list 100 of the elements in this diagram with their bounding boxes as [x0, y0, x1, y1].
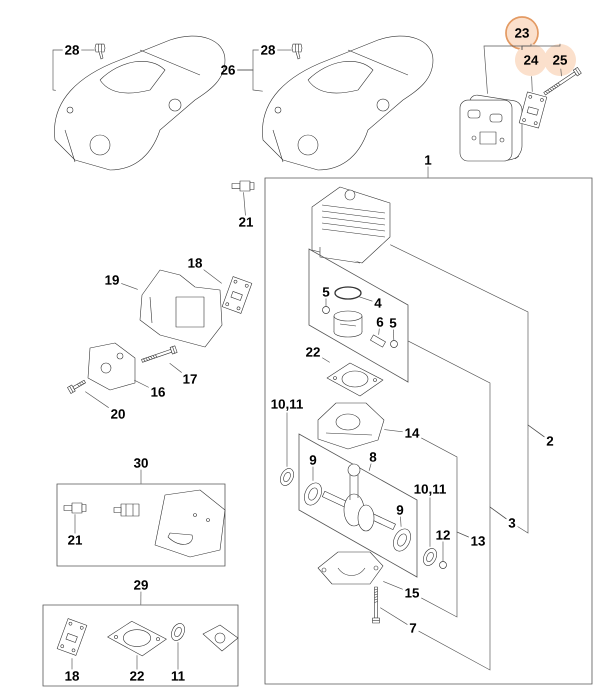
callout-number: 22 — [130, 671, 144, 681]
oil-seal-drawing — [171, 623, 185, 641]
callout-number: 19 — [105, 275, 119, 285]
callout-number: 1 — [425, 155, 432, 165]
gasket-drawing — [326, 362, 384, 396]
callout-number: 11 — [172, 671, 185, 681]
callout-number: 4 — [374, 298, 382, 308]
clip — [322, 306, 330, 314]
callout-number: 3 — [508, 518, 516, 528]
callout-number: 10,11 — [272, 399, 303, 411]
leader-line — [392, 329, 394, 341]
callout-number: 14 — [405, 428, 420, 438]
leader-line — [243, 192, 246, 216]
callout-number: 9 — [396, 505, 404, 515]
bolt-drawing — [141, 346, 178, 363]
leader-line — [120, 283, 138, 290]
callout-number: 21 — [68, 535, 82, 545]
callout-number: 24 — [515, 44, 547, 76]
screw-drawing — [94, 44, 106, 60]
gasket-drawing — [202, 624, 238, 652]
callout-number: 6 — [376, 317, 384, 327]
leader-line — [418, 506, 507, 671]
leader-line — [84, 391, 110, 408]
piston-ring — [334, 286, 362, 300]
leader-line — [380, 607, 408, 625]
callout-number: 18 — [65, 671, 79, 681]
callout-number: 2 — [546, 436, 554, 446]
callout-number: 30 — [134, 458, 148, 468]
callout-number: 9 — [310, 455, 316, 465]
callout-number: 28 — [261, 45, 275, 55]
leader-line — [400, 516, 402, 528]
leader-line — [368, 463, 372, 472]
plate-drawing — [518, 92, 548, 128]
group-frame — [264, 178, 592, 684]
leader-line — [382, 581, 404, 590]
leader-line — [203, 269, 222, 284]
crankcase-drawing — [318, 552, 384, 584]
leader-line — [484, 46, 522, 94]
leader-line — [358, 296, 373, 302]
spark-plug-drawing — [232, 180, 254, 192]
crankshaft-drawing — [322, 464, 396, 532]
bolt-drawing — [543, 67, 582, 96]
oil-seal-drawing — [393, 528, 411, 552]
callout-number: 8 — [370, 452, 376, 462]
housing-drawing — [88, 342, 136, 390]
shroud-drawing — [262, 36, 434, 170]
leader-line — [140, 591, 142, 605]
leader-line — [169, 362, 182, 373]
spark-plug-drawing — [64, 502, 86, 514]
callout-number: 15 — [405, 588, 420, 598]
callout-number: 29 — [134, 580, 148, 590]
leader-line — [286, 412, 288, 468]
crankcase-drawing — [318, 402, 384, 450]
leader-line — [52, 50, 64, 91]
leader-line — [531, 76, 533, 92]
callout-number: 23 — [505, 16, 539, 50]
callout-number: 12 — [436, 530, 450, 540]
leader-line — [442, 541, 444, 562]
oil-seal-drawing — [280, 468, 294, 486]
callout-number: 5 — [390, 318, 396, 328]
callout-number: 22 — [306, 347, 320, 357]
oil-seal-drawing — [304, 482, 322, 506]
callout-number: 18 — [188, 258, 202, 268]
group-frame — [56, 484, 226, 566]
callout-number: 21 — [239, 217, 254, 227]
callout-number: 25 — [544, 44, 576, 76]
leader-line — [134, 380, 150, 388]
callout-number: 28 — [65, 45, 79, 55]
leader-line — [384, 429, 404, 432]
clip — [390, 340, 398, 348]
callout-number: 17 — [183, 374, 197, 384]
muffler-drawing — [460, 94, 522, 162]
leader-line — [522, 43, 560, 50]
callout-number: 13 — [471, 536, 485, 546]
group-frame — [42, 604, 238, 686]
leader-line — [517, 424, 545, 534]
callout-number: 7 — [410, 623, 416, 633]
leader-line — [136, 654, 138, 670]
leader-line — [420, 532, 470, 618]
leader-line — [140, 469, 142, 484]
leader-line — [312, 466, 314, 482]
leader-line — [322, 357, 330, 363]
fuel-filter-drawing — [114, 504, 140, 516]
bolt-drawing — [372, 586, 380, 624]
leader-line — [378, 328, 380, 336]
screw-drawing — [67, 380, 86, 394]
plate-drawing — [222, 276, 252, 314]
callout-number: 16 — [151, 387, 165, 397]
oil-seal-drawing — [423, 548, 437, 566]
screw-drawing — [292, 44, 302, 60]
piston-drawing — [334, 310, 362, 338]
callout-number: 5 — [322, 287, 330, 297]
callout-number: 20 — [111, 409, 125, 419]
clip — [439, 561, 447, 569]
leader-line — [74, 514, 76, 534]
cover-drawing — [140, 270, 222, 348]
cylinder-drawing — [312, 186, 390, 264]
plate-drawing — [56, 618, 88, 656]
callout-number: 10,11 — [414, 484, 446, 496]
piston-pin-drawing — [370, 334, 386, 348]
